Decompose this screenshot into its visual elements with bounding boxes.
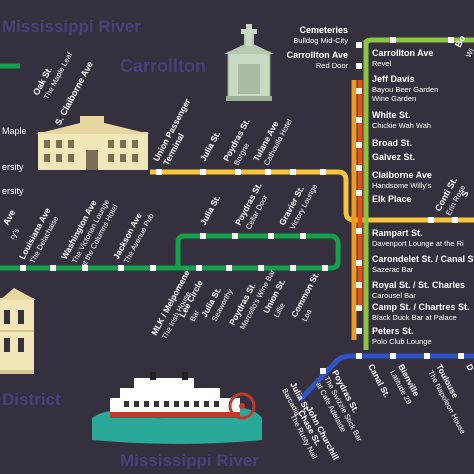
stop-jeff-davis: Jeff Davis — [372, 74, 415, 84]
stop-galvez-st: Galvez St. — [372, 152, 415, 162]
carrollton-label: Carrollton — [120, 56, 206, 76]
station-dot[interactable] — [390, 353, 396, 359]
station-dot[interactable] — [268, 233, 274, 239]
station-dot[interactable] — [265, 169, 271, 175]
station-dot[interactable] — [458, 353, 464, 359]
mansion-icon — [0, 288, 36, 374]
venue-claiborne-ave: Handsome Willy's — [372, 181, 432, 190]
stop-julia-st-green: Julia St. — [198, 193, 222, 226]
station-dot[interactable] — [356, 305, 362, 311]
station-dot[interactable] — [356, 260, 362, 266]
stop-d-right: D — [464, 362, 474, 372]
station-dot[interactable] — [150, 265, 156, 271]
venue-carrollton-lime: Revel — [372, 59, 392, 68]
venue-jeff-davis-2: Wine Garden — [372, 94, 416, 103]
stop-canal-st: Canal St. — [366, 362, 392, 399]
venue-wi-right: Wi — [464, 47, 474, 59]
venue-peters-st: Polo Club Lounge — [372, 337, 432, 346]
station-dot[interactable] — [20, 265, 26, 271]
stop-carrollton-red: Carrollton Ave — [287, 50, 348, 60]
station-dot[interactable] — [156, 169, 162, 175]
station-dot[interactable] — [356, 63, 362, 69]
station-dot[interactable] — [226, 265, 232, 271]
stop-carondelet-st: Carondelet St. / Canal St. — [372, 254, 474, 264]
stop-maple: Maple — [2, 126, 27, 136]
stop-julia-st-yellow: Julia St. — [198, 129, 222, 162]
stop-s-right: S — [459, 189, 471, 199]
cemetery-tomb-icon — [224, 24, 274, 101]
venue-rampart-st: Davenport Lounge at the Ri — [372, 239, 464, 248]
station-dot[interactable] — [448, 37, 454, 43]
station-dot[interactable] — [424, 353, 430, 359]
station-dot[interactable] — [320, 169, 326, 175]
green-line-loop — [0, 233, 341, 271]
station-dot[interactable] — [258, 265, 264, 271]
stop-ave-left: Ave — [1, 208, 17, 227]
stop-peters-st: Peters St. — [372, 326, 414, 336]
station-dot[interactable] — [232, 233, 238, 239]
stop-elk-place: Elk Place — [372, 194, 412, 204]
station-dot[interactable] — [322, 265, 328, 271]
station-dot[interactable] — [452, 217, 458, 223]
university-building-icon — [36, 116, 150, 170]
stop-cemeteries: Cemeteries — [299, 25, 348, 35]
station-dot[interactable] — [356, 88, 362, 94]
station-dot[interactable] — [356, 353, 362, 359]
station-dot[interactable] — [356, 117, 362, 123]
stop-broad-st: Broad St. — [372, 138, 412, 148]
river-label-top: Mississippi River — [2, 17, 141, 36]
stop-ersity-2: ersity — [2, 186, 24, 196]
stop-royal-st: Royal St. / St. Charles — [372, 280, 465, 290]
district-label: District — [2, 390, 61, 409]
venue-camp-st: Black Duck Bar at Palace — [372, 313, 457, 322]
station-dot[interactable] — [356, 190, 362, 196]
station-dot[interactable] — [356, 282, 362, 288]
station-dot[interactable] — [356, 228, 362, 234]
station-dot[interactable] — [50, 265, 56, 271]
station-dot[interactable] — [428, 217, 434, 223]
station-dot[interactable] — [356, 42, 362, 48]
venue-cemeteries: Bulldog Mid-City — [293, 36, 348, 45]
station-dot[interactable] — [290, 169, 296, 175]
venue-ave-left: ry's — [8, 226, 21, 241]
station-dot[interactable] — [320, 368, 326, 374]
river-label-bottom: Mississippi River — [120, 451, 259, 470]
station-dot[interactable] — [235, 169, 241, 175]
venue-royal-st: Carousel Bar — [372, 291, 416, 300]
blue-line — [298, 353, 474, 402]
station-dot[interactable] — [82, 265, 88, 271]
stop-camp-st: Camp St. / Chartres St. — [372, 302, 470, 312]
stop-white-st: White St. — [372, 110, 411, 120]
station-dot[interactable] — [356, 165, 362, 171]
station-dot[interactable] — [200, 169, 206, 175]
stop-carrollton-lime: Carrollton Ave — [372, 48, 433, 58]
station-dot[interactable] — [118, 265, 124, 271]
venue-jeff-davis: Bayou Beer Garden — [372, 85, 438, 94]
station-dot[interactable] — [290, 265, 296, 271]
station-dot[interactable] — [300, 233, 306, 239]
stop-ersity-1: ersity — [2, 162, 24, 172]
stop-rampart-st: Rampart St. — [372, 228, 423, 238]
station-dots — [20, 37, 464, 374]
venue-carrollton-red: Red Door — [316, 61, 349, 70]
steamboat-icon — [92, 372, 262, 444]
station-dot[interactable] — [356, 328, 362, 334]
station-dot[interactable] — [196, 265, 202, 271]
stop-bo-right: Bo — [453, 33, 468, 49]
yellow-line — [150, 169, 474, 223]
station-dot[interactable] — [390, 37, 396, 43]
stop-claiborne-ave: Claiborne Ave — [372, 170, 432, 180]
station-dot[interactable] — [200, 233, 206, 239]
venue-white-st: Chickie Wah Wah — [372, 121, 431, 130]
station-dot[interactable] — [356, 142, 362, 148]
venue-carondelet-st: Sazerac Bar — [372, 265, 414, 274]
